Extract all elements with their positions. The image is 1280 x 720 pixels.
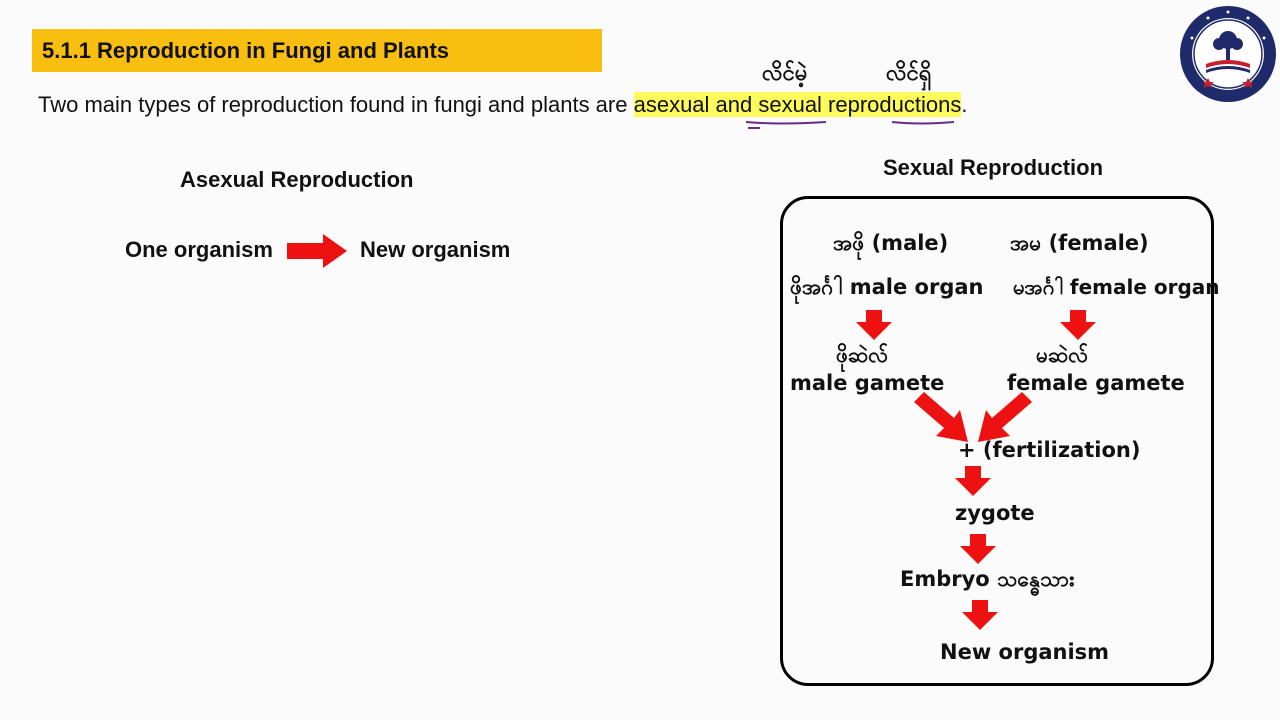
intro-text-before: Two main types of reproduction found in … [38, 92, 634, 117]
male-organ: ဖိုအင်္ဂါ male organ [790, 275, 984, 299]
sexual-reproduction-box [780, 196, 1214, 686]
red-arrow-icon [856, 310, 892, 340]
male-gamete-my: ဖိုဆဲလ် [836, 343, 888, 367]
new-organism-label: New organism [940, 640, 1110, 664]
red-arrow-icon [960, 534, 996, 564]
red-arrow-icon [955, 466, 991, 496]
intro-highlight: asexual and sexual reproductions [633, 92, 962, 117]
asexual-heading: Asexual Reproduction [180, 167, 414, 192]
sexual-heading: Sexual Reproduction [883, 155, 1104, 180]
intro-text-after: . [961, 92, 968, 117]
title-bar [32, 29, 602, 72]
asexual-annotation: လိင်မဲ့ [762, 61, 808, 86]
female-gamete-my: မဆဲလ် [1036, 343, 1088, 367]
female-label: အမ (female) [1010, 231, 1149, 255]
red-arrow-icon [962, 600, 998, 630]
red-arrow-icon [978, 392, 1032, 442]
red-arrow-icon [287, 234, 347, 268]
fertilization-label: + (fertilization) [958, 438, 1141, 462]
asexual-from: One organism [125, 237, 273, 262]
handwritten-underlines [745, 121, 955, 129]
male-gamete-en: male gamete [790, 371, 945, 395]
circular-seal-logo-icon [1180, 6, 1276, 102]
sexual-annotation: လိင်ရှိ [886, 61, 932, 86]
embryo-label: Embryo သန္ဓေသား [900, 567, 1075, 591]
red-arrow-icon [914, 392, 968, 442]
intro-sentence: Two main types of reproduction found in … [38, 90, 967, 120]
male-label: အဖို (male) [833, 231, 949, 255]
asexual-to: New organism [360, 237, 511, 262]
red-arrow-icon [1060, 310, 1096, 340]
female-organ: မအင်္ဂါ female organ [1013, 275, 1220, 299]
female-gamete-en: female gamete [1007, 371, 1185, 395]
zygote-label: zygote [955, 501, 1035, 525]
slide-title: 5.1.1 Reproduction in Fungi and Plants [42, 38, 450, 63]
